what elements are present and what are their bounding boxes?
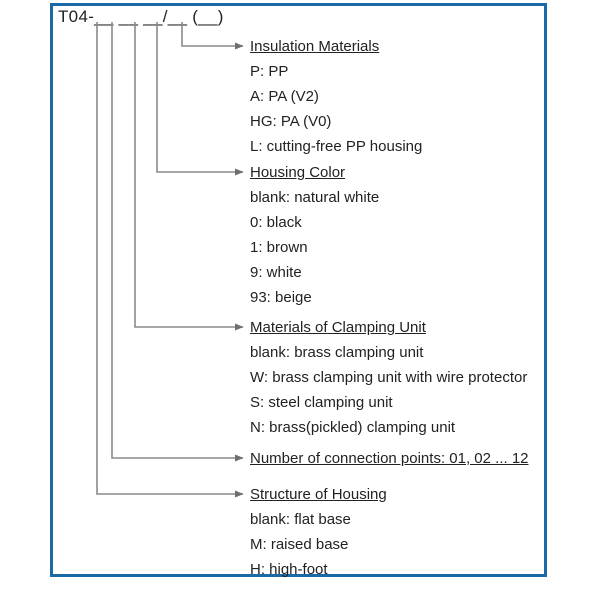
- section-title: Number of connection points: 01, 02 ... …: [250, 450, 529, 467]
- section-title: Materials of Clamping Unit: [250, 319, 527, 336]
- option-item: L: cutting-free PP housing: [250, 138, 423, 155]
- part-number-code: T04-__ __ __/__ (__): [58, 7, 224, 26]
- section-title-text: Housing Color: [250, 164, 346, 181]
- option-item: 0: black: [250, 214, 302, 231]
- section-structure-of-housing: Structure of Housing blank: flat base M:…: [250, 486, 387, 578]
- option-item: A: PA (V2): [250, 88, 319, 105]
- option-item: 9: white: [250, 264, 302, 281]
- section-materials-of-clamping-unit: Materials of Clamping Unit blank: brass …: [250, 319, 527, 436]
- option-item: W: brass clamping unit with wire protect…: [250, 369, 528, 386]
- section-title-tail: : 01, 02 ... 12: [440, 450, 529, 467]
- option-item: blank: natural white: [250, 189, 380, 206]
- option-item: P: PP: [250, 63, 289, 80]
- section-number-of-connection-points: Number of connection points: 01, 02 ... …: [250, 450, 529, 467]
- section-title: Housing Color: [250, 164, 379, 181]
- option-item: 93: beige: [250, 289, 312, 306]
- option-item: 1: brown: [250, 239, 308, 256]
- section-housing-color: Housing Color blank: natural white 0: bl…: [250, 164, 379, 306]
- section-title-text: Number of connection points: [250, 450, 441, 467]
- option-item: M: raised base: [250, 536, 349, 553]
- section-title-text: Materials of Clamping Unit: [250, 319, 426, 336]
- option-item: blank: flat base: [250, 511, 351, 528]
- option-item: N: brass(pickled) clamping unit: [250, 419, 456, 436]
- section-title: Insulation Materials: [250, 38, 422, 55]
- section-insulation-materials: Insulation Materials P: PP A: PA (V2) HG…: [250, 38, 422, 155]
- option-item: blank: brass clamping unit: [250, 344, 424, 361]
- section-title-text: Insulation Materials: [250, 38, 380, 55]
- option-item: HG: PA (V0): [250, 113, 332, 130]
- option-item: S: steel clamping unit: [250, 394, 393, 411]
- option-item: H: high-foot: [250, 561, 328, 578]
- section-title: Structure of Housing: [250, 486, 387, 503]
- section-title-text: Structure of Housing: [250, 486, 387, 503]
